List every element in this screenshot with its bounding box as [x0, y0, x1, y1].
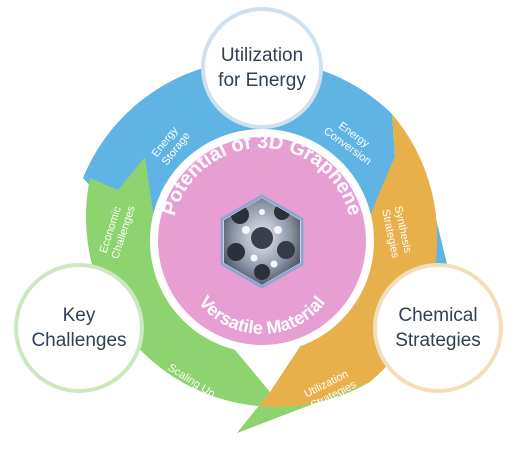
node-key-line2: Challenges — [31, 330, 127, 351]
node-chemical-strategies: Chemical Strategies — [373, 263, 503, 393]
ring-segment-green — [85, 157, 371, 433]
graphene-foam-image — [220, 194, 304, 289]
node-key-line1: Key — [62, 305, 96, 326]
node-chemical-line2: Strategies — [395, 330, 481, 351]
node-key-challenges: Key Challenges — [14, 263, 144, 393]
node-energy-line2: for Energy — [218, 70, 306, 91]
node-chemical-line1: Chemical — [398, 305, 478, 326]
node-energy-line1: Utilization — [220, 45, 304, 66]
node-utilization-for-energy: Utilization for Energy — [201, 7, 323, 129]
